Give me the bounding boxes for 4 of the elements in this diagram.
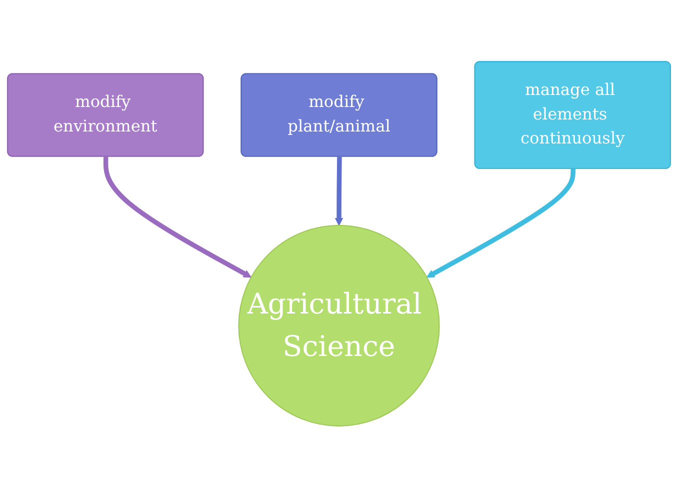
node-circle: Agricultural Science <box>238 225 440 427</box>
arrow <box>103 156 252 278</box>
arrow <box>426 169 576 278</box>
arrow <box>334 156 344 226</box>
